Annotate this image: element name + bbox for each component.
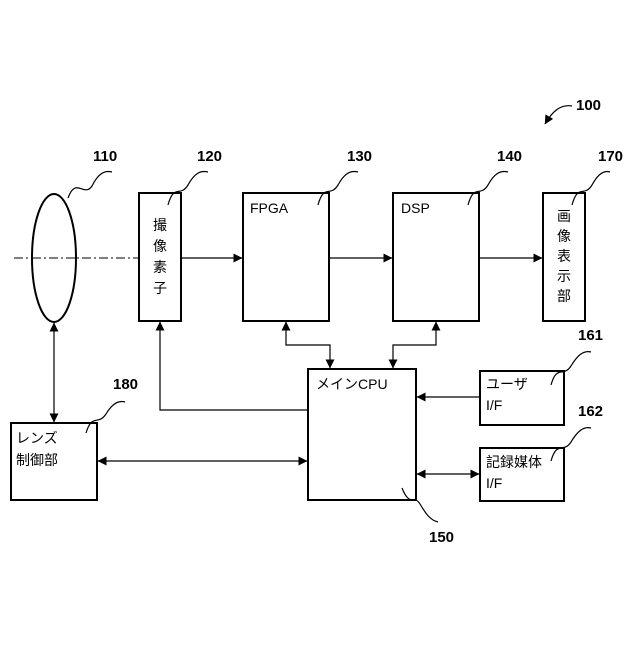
sensor-label-char: 子 <box>153 280 167 296</box>
dsp-cpu-link-arrow <box>393 322 436 368</box>
fpga-cpu-link-arrow <box>286 322 330 368</box>
sensor-label-char: 撮 <box>153 217 167 233</box>
cpu-ref-label: 150 <box>429 529 454 546</box>
sensor-label-char: 像 <box>153 238 167 254</box>
recorder-if-label-line1: 記録媒体 <box>486 454 542 470</box>
lens-control-label-line1: レンズ <box>16 430 58 446</box>
dsp-ref-label: 140 <box>497 148 522 165</box>
lens-group: 110 <box>32 148 117 322</box>
display-label-char: 表 <box>557 248 571 264</box>
lens-control-label-line2: 制御部 <box>16 452 58 468</box>
display-label: 画 像 表 示 部 <box>557 208 571 304</box>
display-label-char: 画 <box>557 208 571 224</box>
sensor-label-char: 素 <box>153 259 167 275</box>
cpu-to-sensor-arrow <box>160 322 307 410</box>
user-if-label-line2: I/F <box>486 397 502 413</box>
recorder-if-label-line2: I/F <box>486 475 502 491</box>
fpga-ref-label: 130 <box>347 148 372 165</box>
display-ref-label: 170 <box>598 148 623 165</box>
figure-ref-arrow <box>545 106 572 124</box>
cpu-label: メインCPU <box>316 376 388 392</box>
display-label-char: 部 <box>557 288 571 304</box>
fpga-label: FPGA <box>250 200 289 216</box>
user-if-ref-label: 161 <box>578 327 603 344</box>
figure-ref-label: 100 <box>576 97 601 114</box>
recorder-if-ref-label: 162 <box>578 403 603 420</box>
dsp-label: DSP <box>401 200 430 216</box>
sensor-ref-label: 120 <box>197 148 222 165</box>
figure-ref-group: 100 <box>545 97 601 124</box>
user-if-label-line1: ユーザ <box>486 376 528 392</box>
sensor-block <box>139 193 181 321</box>
lens-ref-label: 110 <box>93 148 117 165</box>
lens-leader <box>68 172 112 198</box>
lens-control-ref-label: 180 <box>113 376 138 393</box>
display-label-char: 像 <box>557 228 571 244</box>
display-label-char: 示 <box>557 268 571 284</box>
